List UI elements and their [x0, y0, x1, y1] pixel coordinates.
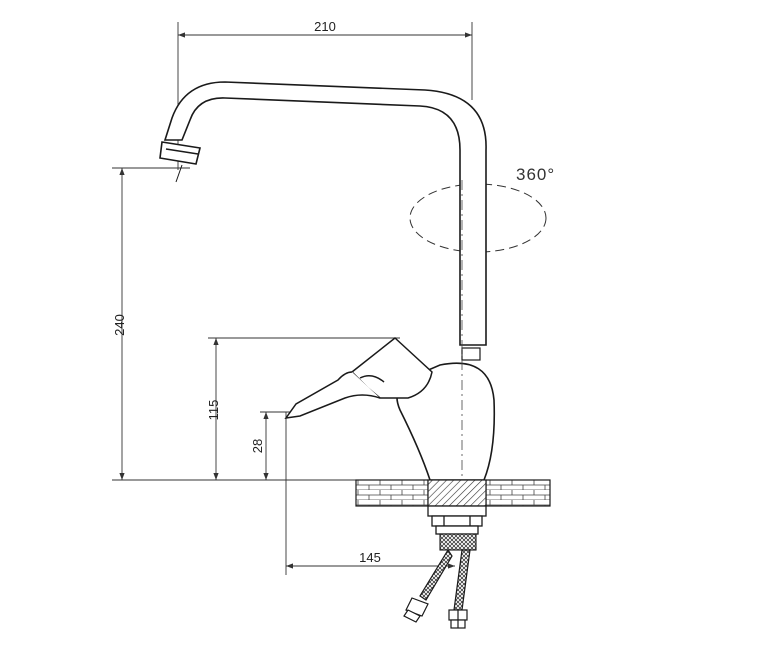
- rotation-label: 360°: [516, 165, 555, 184]
- lever-handle: [284, 337, 433, 419]
- dimension-label-spout-height: 240: [112, 314, 127, 336]
- dimension-lever-tip-28: [260, 411, 290, 480]
- countertop: [355, 479, 551, 507]
- spout: [159, 81, 487, 346]
- threaded-shank: [439, 533, 477, 551]
- water-outlet-line: [175, 164, 183, 183]
- dimension-label-handle-height: 115: [206, 400, 221, 421]
- mounting-nut: [427, 505, 487, 535]
- dimension-spout-height-240: [112, 167, 360, 481]
- spout-collar: [461, 347, 481, 361]
- dimension-reach-145: [285, 412, 455, 575]
- dimension-label-width: 210: [314, 19, 336, 34]
- supply-hoses: [403, 548, 471, 629]
- dimension-handle-height-115: [208, 337, 400, 480]
- dimension-label-reach: 145: [359, 550, 381, 565]
- dimension-label-lever-tip: 28: [250, 439, 265, 453]
